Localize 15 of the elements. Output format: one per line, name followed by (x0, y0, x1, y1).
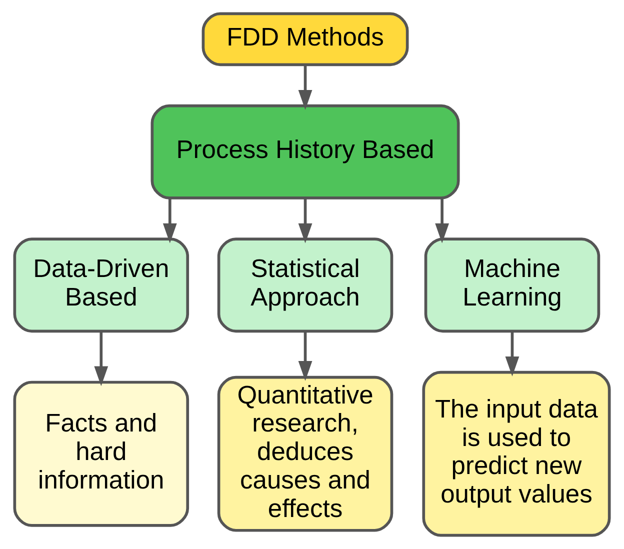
node-box: Quantitative research, deduces causes and effects (217, 376, 394, 532)
node-box: Facts and hard information (13, 380, 190, 527)
node-box: FDD Methods (202, 12, 409, 66)
node-box: Statistical Approach (217, 238, 394, 333)
node-box: Process History Based (150, 104, 460, 200)
arrow (505, 331, 520, 376)
node-box: The input data is used to predict new output values (422, 370, 611, 537)
node-box: Data-Driven Based (13, 238, 190, 333)
arrow (298, 198, 312, 244)
arrow (298, 64, 312, 110)
arrow (298, 331, 312, 381)
arrow (162, 198, 177, 244)
arrow (435, 198, 450, 244)
node-box: Machine Learning (424, 238, 600, 333)
arrow (94, 331, 108, 386)
